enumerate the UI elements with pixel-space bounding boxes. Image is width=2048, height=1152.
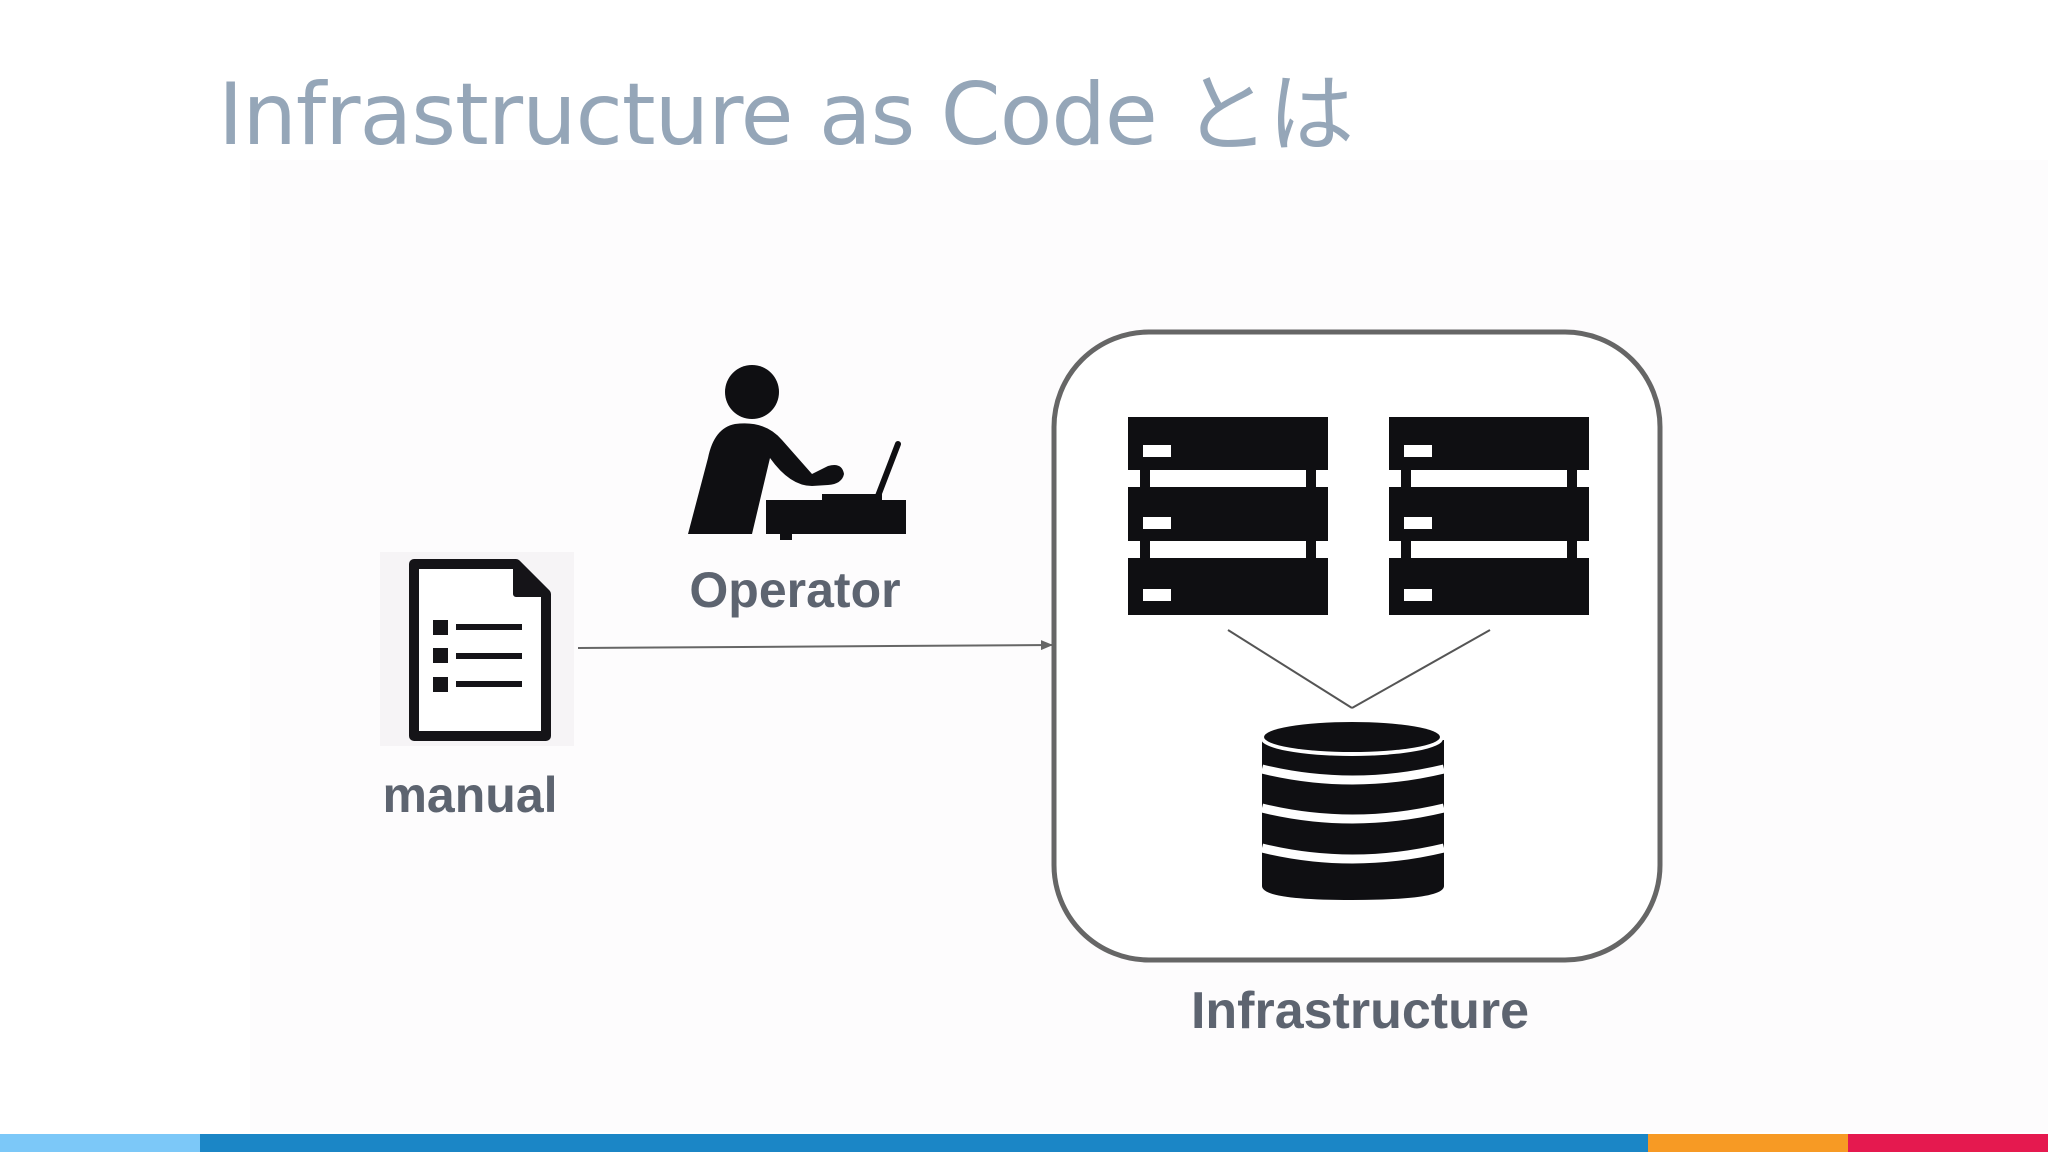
server-to-database-line xyxy=(1227,629,1353,709)
server-rack-icon xyxy=(1128,417,1328,615)
manual-to-infrastructure-arrow xyxy=(577,640,1053,651)
infrastructure-label: Infrastructure xyxy=(1190,982,1530,1040)
database-icon xyxy=(1260,722,1446,900)
operator-label: Operator xyxy=(689,562,901,618)
document-list-icon xyxy=(380,552,574,746)
color-bar-segment-light-blue xyxy=(0,1134,200,1152)
person-at-laptop-icon xyxy=(688,365,906,540)
color-bar-segment-blue xyxy=(200,1134,1648,1152)
footer-color-bar xyxy=(0,1134,2048,1152)
color-bar-segment-red xyxy=(1848,1134,2048,1152)
manual-label: manual xyxy=(382,767,558,823)
server-to-database-line xyxy=(1351,629,1491,709)
slide-title: Infrastructure as Code とは xyxy=(218,65,1354,165)
server-rack-icon xyxy=(1389,417,1589,615)
color-bar-segment-orange xyxy=(1648,1134,1848,1152)
